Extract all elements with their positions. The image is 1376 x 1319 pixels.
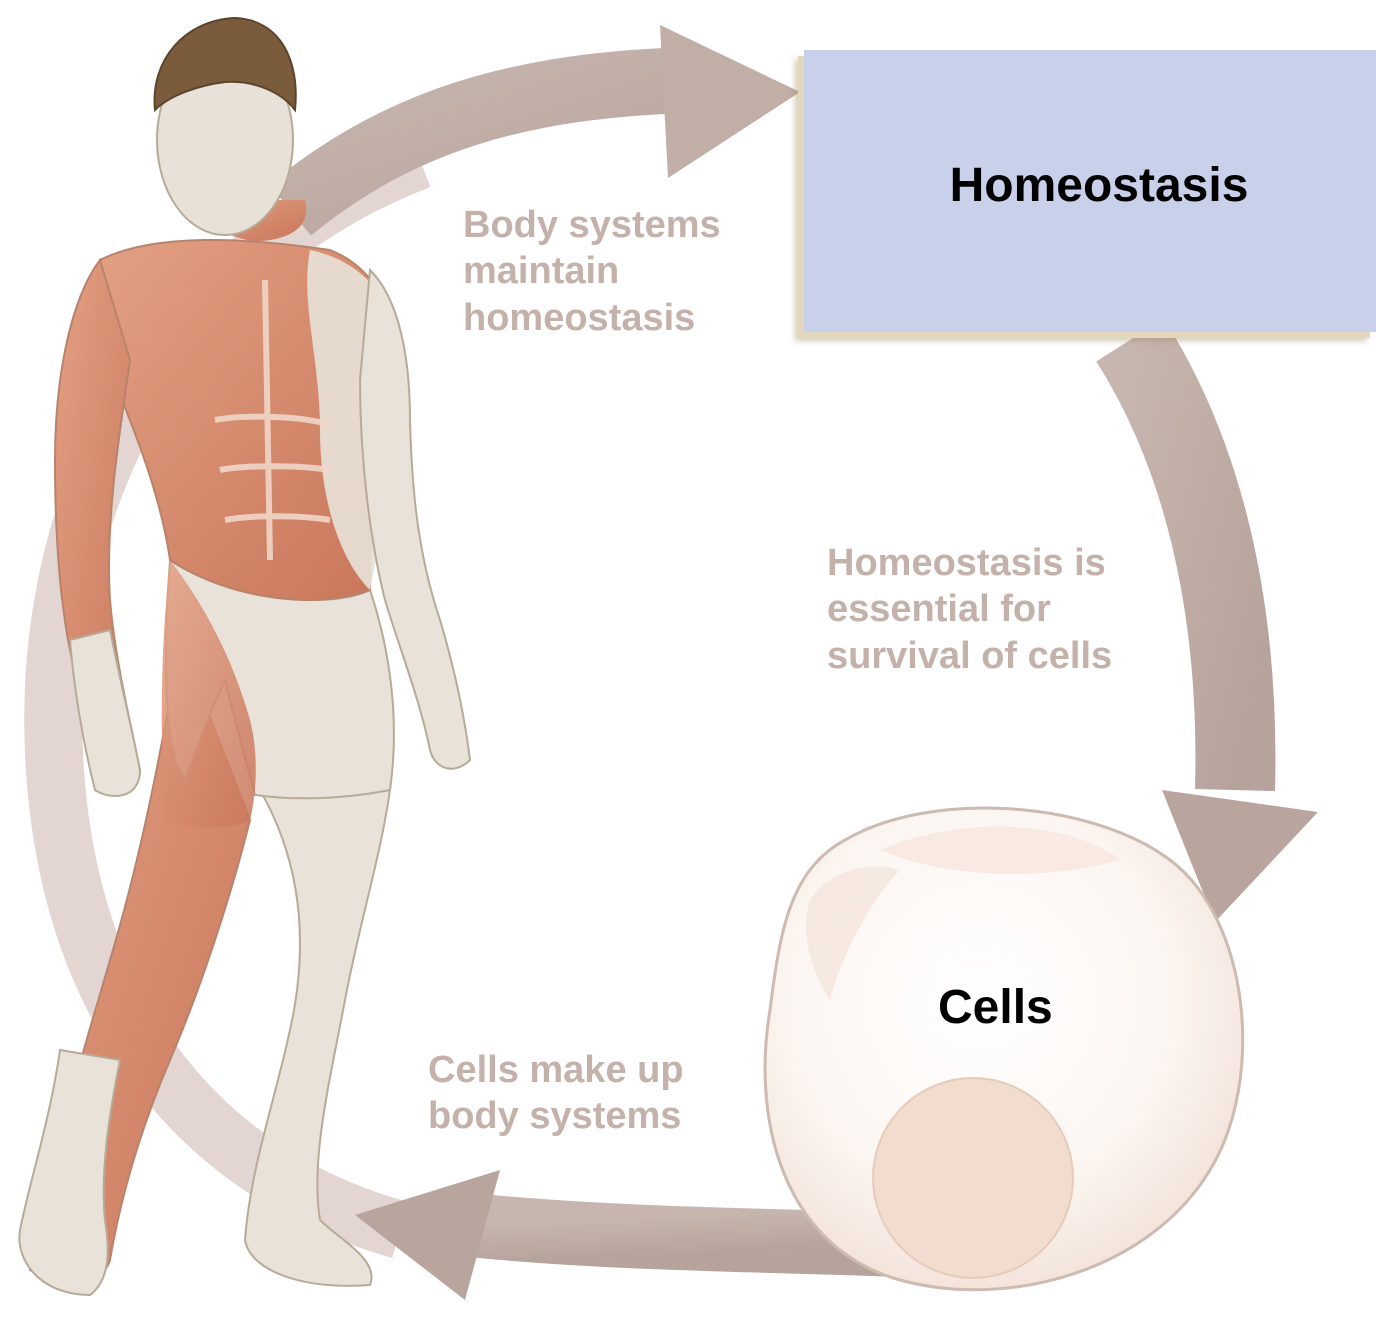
label-body-systems-maintain: Body systems maintain homeostasis xyxy=(463,202,721,341)
label-cells-make-up: Cells make up body systems xyxy=(428,1047,684,1140)
label-line: body systems xyxy=(428,1093,684,1139)
label-line: Cells make up xyxy=(428,1047,684,1093)
label-line: maintain xyxy=(463,248,721,294)
human-figure-illustration xyxy=(19,18,470,1295)
label-line: Homeostasis is xyxy=(827,540,1112,586)
homeostasis-title: Homeostasis xyxy=(804,158,1376,213)
homeostasis-box: Homeostasis xyxy=(804,50,1376,332)
nucleus xyxy=(873,1078,1073,1278)
arrow-body-to-homeostasis xyxy=(290,25,800,210)
label-line: survival of cells xyxy=(827,633,1112,679)
label-line: essential for xyxy=(827,586,1112,632)
arrow-homeostasis-to-cells xyxy=(1130,340,1318,922)
label-line: Body systems xyxy=(463,202,721,248)
cells-title: Cells xyxy=(938,980,1053,1035)
cell-illustration xyxy=(765,808,1243,1290)
label-homeostasis-essential: Homeostasis is essential for survival of… xyxy=(827,540,1112,679)
label-line: homeostasis xyxy=(463,295,721,341)
